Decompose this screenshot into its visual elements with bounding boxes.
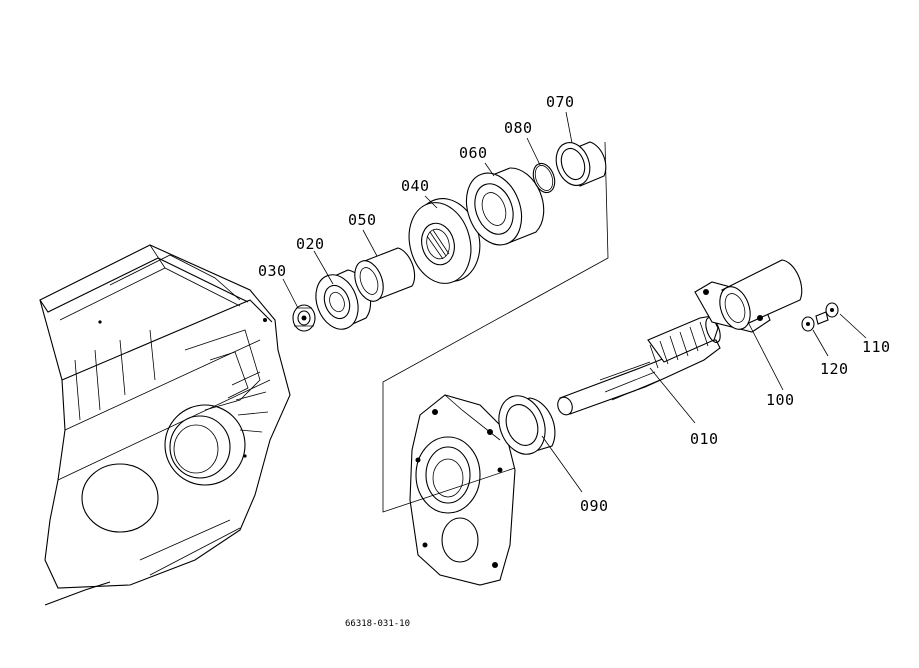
label-part-090: 090	[580, 497, 609, 515]
part-labels: 020 030 050 040 060 080 070 090 010 100 …	[258, 93, 891, 515]
label-part-080: 080	[504, 119, 533, 137]
label-part-070: 070	[546, 93, 575, 111]
bearing-case-cover	[409, 394, 516, 586]
drawing-code: 66318-031-10	[345, 619, 410, 629]
transmission-housing	[39, 244, 291, 606]
reference-bracket	[382, 141, 609, 513]
part-100-cover-tube	[694, 259, 803, 333]
part-020-ball-bearing	[315, 269, 372, 330]
part-060-ball-bearing	[465, 167, 545, 246]
part-080-o-ring	[532, 162, 556, 194]
label-part-030: 030	[258, 262, 287, 280]
label-part-040: 040	[401, 177, 430, 195]
label-part-010: 010	[690, 430, 719, 448]
part-070-collar	[555, 141, 607, 187]
part-010-shaft	[557, 315, 721, 416]
label-part-060: 060	[459, 144, 488, 162]
part-050-collar	[354, 247, 416, 302]
label-part-110: 110	[862, 338, 891, 356]
part-040-gear	[408, 198, 481, 284]
part-030-lock-nut	[292, 304, 316, 332]
label-part-020: 020	[296, 235, 325, 253]
leader-lines	[282, 111, 867, 493]
label-part-100: 100	[766, 391, 795, 409]
part-090-oil-seal	[498, 395, 556, 455]
label-part-120: 120	[820, 360, 849, 378]
part-110-bolt	[815, 302, 839, 325]
part-120-washer	[801, 316, 815, 332]
label-part-050: 050	[348, 211, 377, 229]
